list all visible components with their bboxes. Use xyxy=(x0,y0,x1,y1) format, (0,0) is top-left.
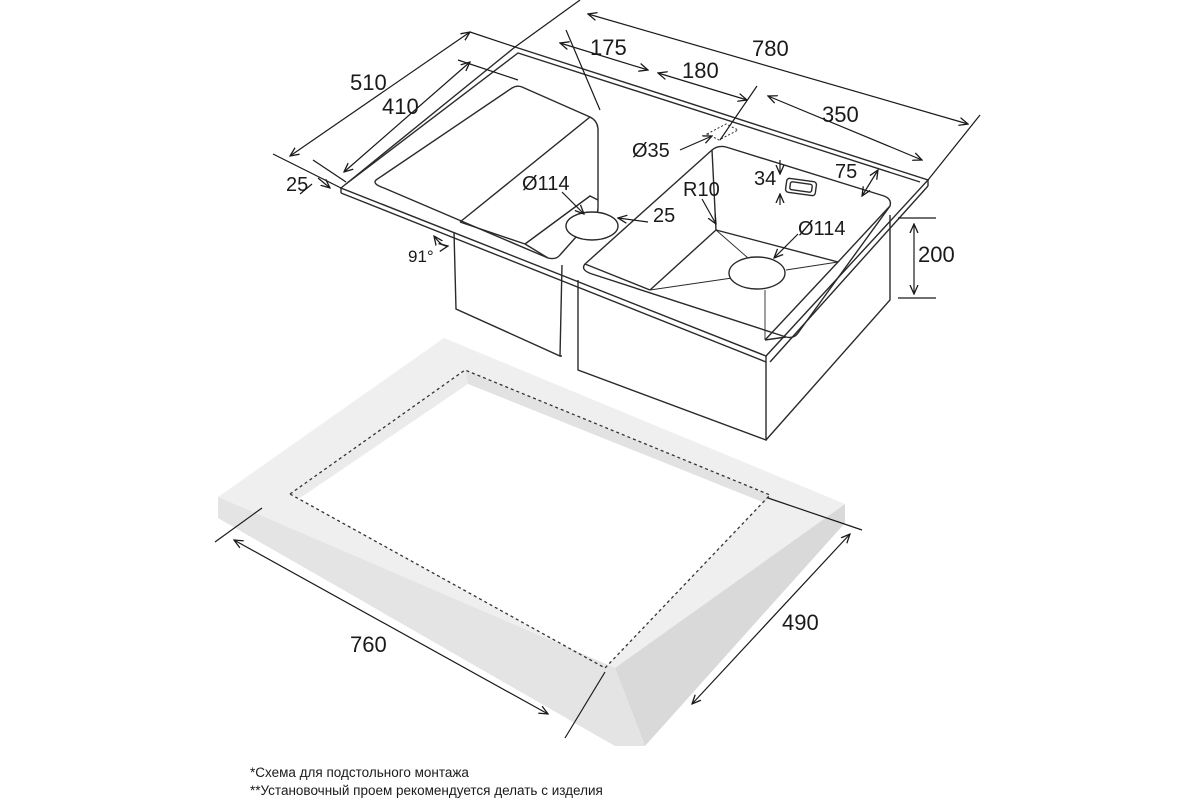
footnotes: *Схема для подстольного монтажа **Устано… xyxy=(250,764,603,800)
label-510: 510 xyxy=(350,70,387,95)
countertop-slab xyxy=(218,338,845,746)
dimension-labels: 780 175 180 350 510 410 25 Ø35 34 75 Ø11… xyxy=(286,35,955,657)
drain-left xyxy=(565,211,619,241)
label-760: 760 xyxy=(350,632,387,657)
label-410: 410 xyxy=(382,94,419,119)
overflow-slot xyxy=(784,177,818,197)
label-75: 75 xyxy=(835,161,857,183)
label-175: 175 xyxy=(590,35,627,60)
label-34: 34 xyxy=(754,168,776,190)
label-ø114-left: Ø114 xyxy=(522,173,569,195)
label-200: 200 xyxy=(918,242,955,267)
label-ø114-right: Ø114 xyxy=(798,218,845,240)
label-490: 490 xyxy=(782,610,819,635)
dimension-lines xyxy=(214,0,981,739)
drain-right xyxy=(728,256,786,290)
label-ø35: Ø35 xyxy=(632,140,670,162)
label-780: 780 xyxy=(752,36,789,61)
label-350: 350 xyxy=(822,102,859,127)
label-25-drain: 25 xyxy=(653,205,675,227)
label-25-rim: 25 xyxy=(286,174,308,196)
footnote-1: *Схема для подстольного монтажа xyxy=(250,765,469,780)
label-180: 180 xyxy=(682,58,719,83)
sink-body xyxy=(339,46,930,442)
label-r10: R10 xyxy=(683,179,720,201)
label-91: 91° xyxy=(408,247,434,266)
footnote-2: **Установочный проем рекомендуется делат… xyxy=(250,783,603,798)
